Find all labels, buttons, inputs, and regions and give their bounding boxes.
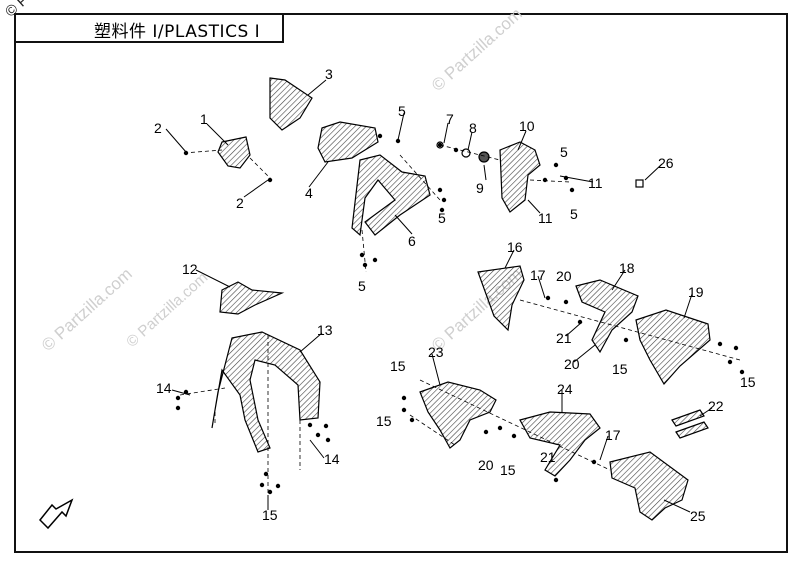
callout-label: 20 — [556, 268, 572, 284]
callout-label: 20 — [478, 457, 494, 473]
part-25-shape — [609, 451, 689, 521]
part-12-shape — [219, 281, 285, 315]
callout-label: 16 — [507, 239, 523, 255]
part-13-shape — [211, 331, 321, 453]
part-7-shape — [436, 141, 444, 149]
callout-label: 12 — [182, 261, 198, 277]
callout-label: 11 — [588, 175, 603, 191]
callout-label: 24 — [557, 381, 573, 397]
part-10-shape — [499, 141, 541, 213]
front-arrow-icon — [38, 498, 74, 530]
part-26-shape — [635, 179, 644, 188]
callout-label: 8 — [469, 120, 477, 136]
callout-label: 6 — [408, 233, 416, 249]
callout-label: 15 — [612, 361, 628, 377]
title-box — [14, 13, 284, 43]
callout-label: 1 — [200, 111, 208, 127]
callout-label: 2 — [154, 120, 162, 136]
callout-label: 5 — [438, 210, 446, 226]
part-4-shape — [317, 121, 379, 163]
callout-label: 15 — [376, 413, 392, 429]
callout-label: 22 — [708, 398, 724, 414]
part-19-shape — [635, 309, 711, 386]
callout-label: 25 — [690, 508, 706, 524]
callout-label: 20 — [564, 356, 580, 372]
callout-label: 26 — [658, 155, 674, 171]
part-18-shape — [575, 279, 639, 354]
callout-label: 21 — [540, 449, 556, 465]
callout-label: 17 — [530, 267, 546, 283]
callout-label: 5 — [570, 206, 578, 222]
callout-label: 4 — [305, 185, 313, 201]
callout-label: 15 — [262, 507, 278, 523]
part-9-shape — [478, 151, 490, 163]
callout-label: 15 — [390, 358, 406, 374]
callout-label: 7 — [446, 111, 454, 127]
part-1-shape — [217, 136, 251, 169]
callout-label: 5 — [398, 103, 406, 119]
callout-label: 15 — [500, 462, 516, 478]
part-8-shape — [461, 148, 471, 158]
callout-label: 10 — [519, 118, 535, 134]
callout-label: 3 — [325, 66, 333, 82]
callout-label: 15 — [740, 374, 756, 390]
callout-label: 13 — [317, 322, 333, 338]
callout-label: 14 — [156, 380, 172, 396]
callout-label: 21 — [556, 330, 572, 346]
diagram-frame — [14, 13, 788, 553]
callout-label: 2 — [236, 195, 244, 211]
callout-label: 17 — [605, 427, 621, 443]
callout-label: 14 — [324, 451, 340, 467]
part-23-shape — [419, 381, 497, 449]
callout-label: 23 — [428, 344, 444, 360]
part-24-shape — [519, 411, 601, 477]
callout-label: 18 — [619, 260, 635, 276]
callout-label: 19 — [688, 284, 704, 300]
callout-label: 5 — [358, 278, 366, 294]
part-16-shape — [477, 265, 525, 332]
callout-label: 5 — [560, 144, 568, 160]
callout-label: 9 — [476, 180, 484, 196]
part-3-shape — [269, 77, 313, 131]
part-22-shape — [671, 409, 709, 439]
callout-label: 11 — [538, 210, 553, 226]
diagram-title: 塑料件 I/PLASTICS I — [94, 22, 261, 42]
part-6-shape — [351, 154, 431, 237]
